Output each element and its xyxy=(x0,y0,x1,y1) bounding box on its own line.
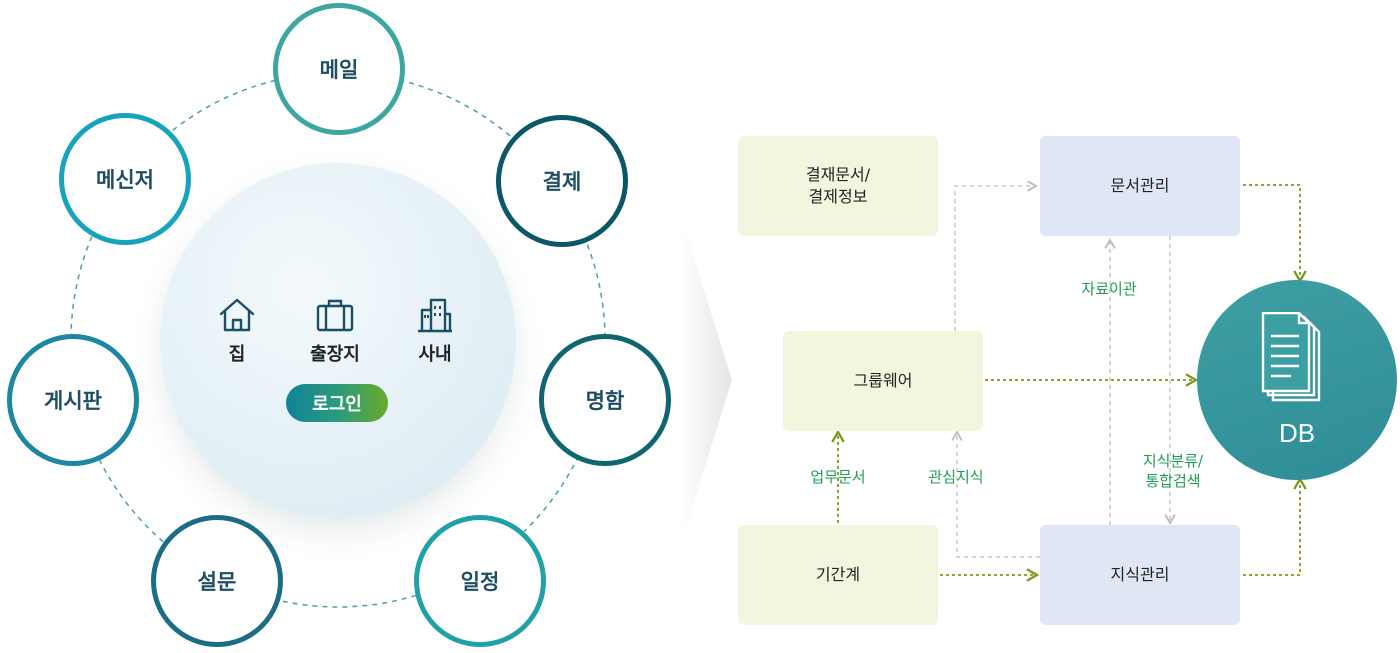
database-label: DB xyxy=(1278,418,1316,448)
edge-label-knowledge-classification: 지식분류/ 통합검색 xyxy=(1142,452,1204,490)
node-business-card[interactable]: 명함 xyxy=(539,334,671,466)
document-stack-icon xyxy=(1261,312,1321,402)
box-approval-documents[interactable]: 결재문서/ 결제정보 xyxy=(738,136,938,236)
chevron-right-icon xyxy=(682,220,732,540)
location-business-trip: 출장지 xyxy=(295,296,375,366)
node-schedule[interactable]: 일정 xyxy=(414,515,546,647)
location-home: 집 xyxy=(197,296,277,366)
login-button[interactable]: 로그인 xyxy=(286,384,388,422)
location-home-label: 집 xyxy=(228,344,246,365)
node-bulletin-board[interactable]: 게시판 xyxy=(7,334,139,466)
location-office: 사내 xyxy=(395,296,475,366)
briefcase-icon xyxy=(316,299,354,332)
office-building-icon xyxy=(418,298,452,333)
edge-label-data-transfer: 자료이관 xyxy=(1081,280,1137,298)
edge-label-business-docs: 업무문서 xyxy=(810,468,866,486)
login-center-disc xyxy=(160,163,516,519)
edge-label-interest-knowledge: 관심지식 xyxy=(928,468,984,486)
box-core-system[interactable]: 기간계 xyxy=(738,525,938,625)
box-document-management[interactable]: 문서관리 xyxy=(1040,136,1240,236)
location-business-trip-label: 출장지 xyxy=(310,344,360,365)
home-icon xyxy=(219,298,255,332)
box-knowledge-management[interactable]: 지식관리 xyxy=(1040,525,1240,625)
database-node[interactable]: DB xyxy=(1197,280,1397,480)
node-mail[interactable]: 메일 xyxy=(273,3,405,135)
node-messenger[interactable]: 메신저 xyxy=(59,113,191,245)
node-approval[interactable]: 결제 xyxy=(496,115,628,247)
box-groupware[interactable]: 그룹웨어 xyxy=(783,331,983,431)
location-office-label: 사내 xyxy=(418,344,452,365)
node-survey[interactable]: 설문 xyxy=(151,515,283,647)
